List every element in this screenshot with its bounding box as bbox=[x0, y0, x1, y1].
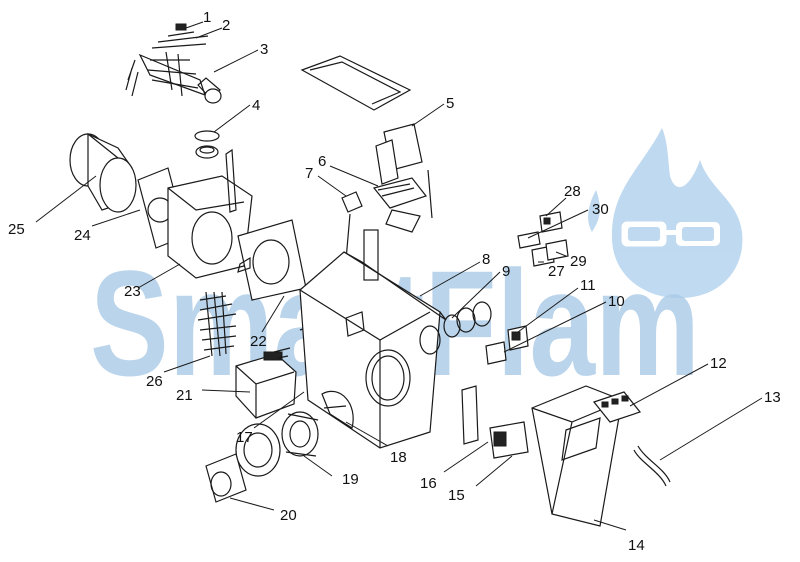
callout-4: 4 bbox=[252, 97, 260, 114]
callout-17: 17 bbox=[236, 429, 253, 446]
callout-19: 19 bbox=[342, 471, 359, 488]
part-flap bbox=[321, 390, 354, 429]
callout-21: 21 bbox=[176, 387, 193, 404]
part-housing-body bbox=[167, 148, 253, 279]
callout-22: 22 bbox=[250, 333, 267, 350]
callout-9: 9 bbox=[502, 263, 510, 280]
callout-1: 1 bbox=[203, 9, 211, 26]
callout-20: 20 bbox=[280, 507, 297, 524]
callout-24: 24 bbox=[74, 227, 91, 244]
part-connector bbox=[205, 423, 281, 503]
callout-27: 27 bbox=[548, 263, 565, 280]
callout-13: 13 bbox=[764, 389, 781, 406]
callout-5: 5 bbox=[446, 95, 454, 112]
part-relay bbox=[341, 191, 363, 261]
part-terminal-blocks bbox=[485, 325, 529, 365]
callout-11: 11 bbox=[580, 277, 596, 294]
part-nozzle-disc bbox=[281, 411, 319, 457]
part-keypad bbox=[592, 391, 642, 423]
part-plug-assembly bbox=[461, 385, 529, 459]
flame-logo-icon bbox=[588, 128, 743, 299]
part-fan-cylinder bbox=[69, 133, 137, 213]
callout-29: 29 bbox=[570, 253, 587, 270]
part-bracket bbox=[372, 169, 433, 233]
callout-3: 3 bbox=[260, 41, 268, 58]
part-electrode-assembly bbox=[125, 23, 222, 104]
part-control-cabinet bbox=[531, 385, 623, 527]
part-transformer bbox=[235, 351, 297, 419]
callout-7: 7 bbox=[305, 165, 313, 182]
callout-26: 26 bbox=[146, 373, 163, 390]
callout-28: 28 bbox=[564, 183, 581, 200]
callout-25: 25 bbox=[8, 221, 25, 238]
callout-15: 15 bbox=[448, 487, 465, 504]
part-seal-rings bbox=[194, 130, 220, 159]
callout-8: 8 bbox=[482, 251, 490, 268]
callout-labels: 1 2 3 4 5 6 7 8 9 10 11 12 13 14 15 16 1… bbox=[8, 9, 781, 554]
leader-lines bbox=[35, 21, 763, 531]
callout-10: 10 bbox=[608, 293, 625, 310]
callout-18: 18 bbox=[390, 449, 407, 466]
callout-30: 30 bbox=[592, 201, 609, 218]
callout-6: 6 bbox=[318, 153, 326, 170]
callout-12: 12 bbox=[710, 355, 727, 372]
part-top-lid bbox=[300, 55, 412, 111]
callout-2: 2 bbox=[222, 17, 230, 34]
part-cable bbox=[633, 445, 671, 487]
part-main-casing bbox=[299, 229, 447, 449]
part-wiring-connectors bbox=[517, 211, 569, 267]
part-grille bbox=[197, 291, 237, 357]
part-o-rings bbox=[443, 301, 492, 338]
callout-14: 14 bbox=[628, 537, 645, 554]
part-gasket-plate bbox=[237, 219, 307, 301]
callout-16: 16 bbox=[420, 475, 437, 492]
callout-23: 23 bbox=[124, 283, 141, 300]
part-motor-cover bbox=[375, 123, 423, 185]
